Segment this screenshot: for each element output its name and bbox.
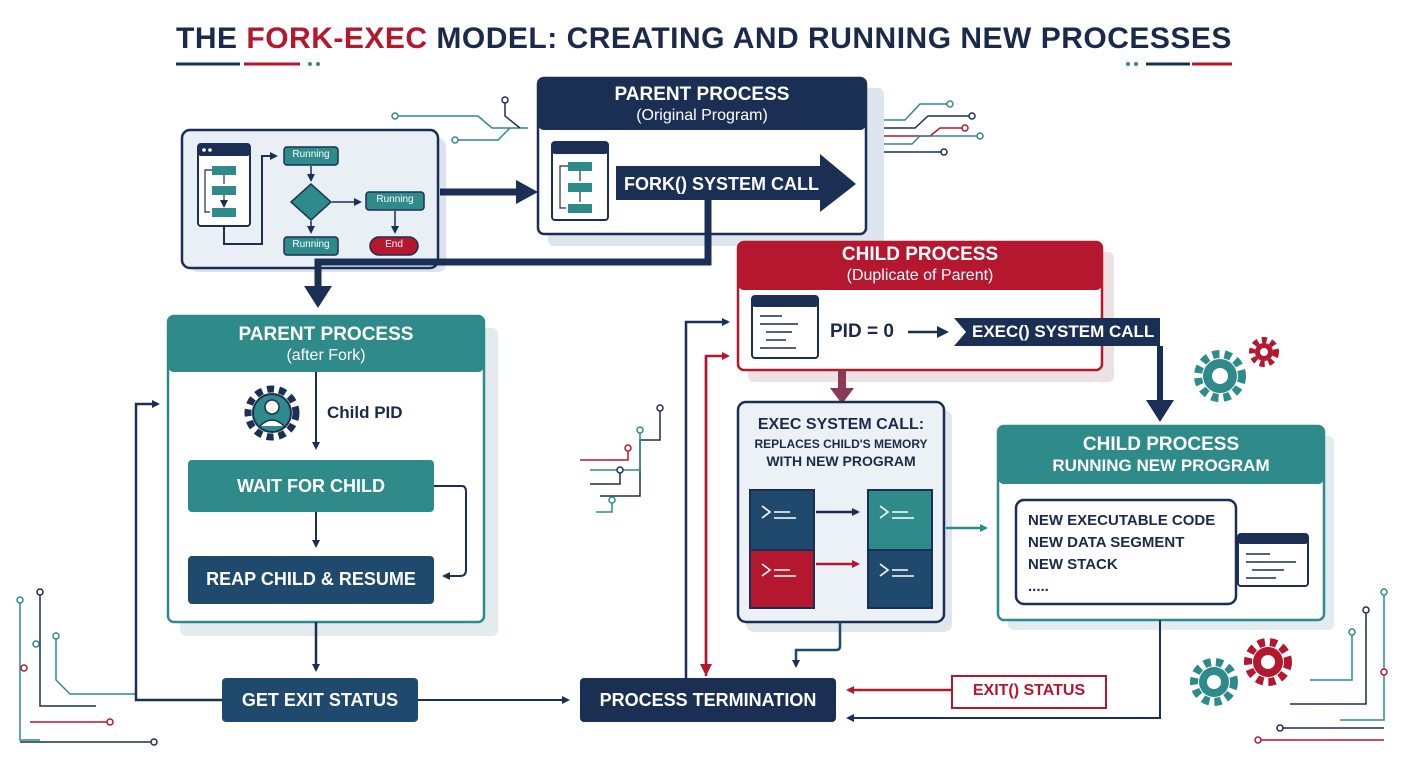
fork-call-arrow: [616, 154, 856, 212]
gears-icon-bottom: [1190, 638, 1292, 706]
list-item: .....: [1028, 578, 1049, 595]
program-window-icon: [1237, 533, 1309, 587]
program-flow-panel: [180, 128, 446, 272]
get-exit-status-box: [222, 678, 418, 722]
parent-after-fork-panel: [166, 314, 498, 636]
mini-window-icon-2: [551, 141, 609, 221]
exec-box-text: EXEC SYSTEM CALL: REPLACES CHILD'S MEMOR…: [754, 416, 928, 469]
list-item: NEW EXECUTABLE CODE: [1028, 512, 1216, 529]
get-exit-status-label: GET EXIT STATUS: [241, 690, 399, 710]
exec-system-call-panel: [736, 400, 952, 632]
decision-diamond: [289, 182, 333, 222]
mini-window-icon: [197, 143, 251, 227]
process-gear-icon: [244, 385, 300, 441]
reap-child-box: [188, 556, 434, 604]
list-item: NEW DATA SEGMENT: [1028, 534, 1185, 551]
circuit-decoration-middle: [580, 404, 664, 513]
running-node-3: [283, 236, 339, 256]
parent-after-fork-header: PARENT PROCESS (after Fork): [238, 324, 414, 364]
circuit-decoration-bottom-left: [16, 588, 158, 746]
child-process-header: CHILD PROCESS (Duplicate of Parent): [841, 244, 999, 284]
new-program-items: NEW EXECUTABLE CODE NEW DATA SEGMENT NEW…: [1028, 510, 1215, 598]
code-window-icon: [751, 295, 819, 359]
child-pid-label: Child PID: [327, 403, 403, 422]
gears-icon-top: [1194, 337, 1279, 402]
exec-call-label: EXEC() SYSTEM CALL: [972, 322, 1155, 341]
wait-for-child-box: [188, 460, 434, 512]
child-process-panel: [736, 240, 1160, 382]
list-item: NEW STACK: [1028, 556, 1118, 573]
exec-call-box: [954, 318, 1160, 346]
process-termination-box: [580, 678, 836, 722]
end-label: End: [385, 239, 403, 250]
circuit-decoration-top: [391, 96, 984, 156]
fork-call-label: FORK() SYSTEM CALL: [624, 174, 819, 194]
exit-status-label-box: [951, 675, 1107, 709]
running-node-2: [365, 191, 425, 211]
page-title: THE FORK-EXEC MODEL: CREATING AND RUNNIN…: [176, 22, 1232, 55]
running-node-1: [283, 146, 339, 166]
child-new-program-header: CHILD PROCESS RUNNING NEW PROGRAM: [1052, 434, 1270, 475]
child-new-program-panel: [996, 424, 1334, 630]
loop-back-arrow: [134, 400, 222, 702]
circuit-decoration-bottom-right: [1254, 588, 1388, 744]
running-label-1: Running: [292, 149, 330, 160]
title-underline: [176, 62, 1232, 66]
wait-for-child-label: WAIT FOR CHILD: [237, 476, 385, 496]
fork-to-parent-arrow: [314, 200, 712, 290]
exit-status-label: EXIT() STATUS: [972, 682, 1086, 699]
end-node: [369, 236, 419, 256]
reap-child-label: REAP CHILD & RESUME: [206, 569, 416, 589]
running-label-3: Running: [292, 239, 330, 250]
parent-process-header: PARENT PROCESS (Original Program): [614, 84, 790, 124]
process-termination-label: PROCESS TERMINATION: [599, 690, 817, 710]
parent-process-panel: [536, 76, 884, 246]
running-label-2: Running: [376, 194, 414, 205]
pid-zero-label: PID = 0: [830, 321, 894, 342]
